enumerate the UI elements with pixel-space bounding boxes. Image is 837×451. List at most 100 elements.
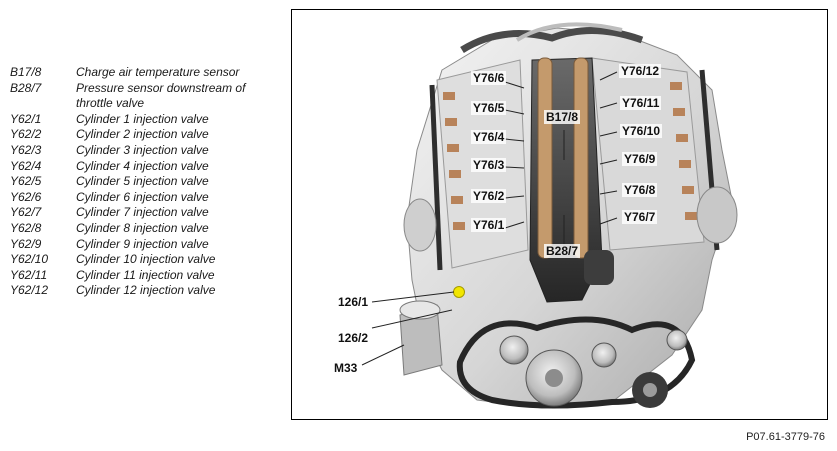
- legend-code: Y62/8: [10, 220, 42, 235]
- callout-126-1: 126/1: [338, 295, 369, 309]
- crankshaft-pulley-hub: [545, 369, 563, 387]
- turbocharger-left: [403, 198, 437, 252]
- legend-code: Y62/6: [10, 189, 42, 204]
- legend: B17/8 Charge air temperature sensor B28/7…: [10, 65, 285, 299]
- legend-code: Y62/10: [10, 252, 49, 267]
- engine-figure: Y76/6 Y76/5 Y76/4 Y76/3 Y76/2 Y76/1 Y76/…: [291, 9, 828, 420]
- injector-right: [685, 212, 697, 220]
- legend-desc: Cylinder 3 injection valve: [76, 142, 209, 157]
- leader-line: [599, 159, 618, 165]
- legend-desc: Cylinder 1 injection valve: [76, 111, 209, 126]
- highlight-marker: [453, 286, 465, 298]
- callout-b17-8: B17/8: [544, 110, 581, 124]
- legend-code: Y62/9: [10, 236, 42, 251]
- callout-y76-2: Y76/2: [471, 189, 507, 203]
- leader-line: [599, 190, 618, 195]
- leader-line: [504, 109, 525, 115]
- leader-line: [504, 166, 525, 169]
- legend-row: Y62/12 Cylinder 12 injection valve: [10, 283, 285, 299]
- wiring-harness-left: [429, 84, 443, 271]
- injector-left: [447, 144, 459, 152]
- legend-row: Y62/11 Cylinder 11 injection valve: [10, 268, 285, 284]
- oil-filter: [584, 250, 614, 285]
- legend-code: Y62/2: [10, 127, 42, 142]
- tensioner-pulley: [666, 329, 688, 351]
- callout-m33: M33: [334, 361, 358, 375]
- legend-desc: Cylinder 2 injection valve: [76, 127, 209, 142]
- figure-reference: P07.61-3779-76: [746, 431, 825, 443]
- legend-desc: Cylinder 12 injection valve: [76, 283, 216, 298]
- m33-pump-face: [399, 300, 441, 320]
- turbocharger-right: [696, 186, 738, 244]
- legend-row: Y62/5 Cylinder 5 injection valve: [10, 174, 285, 190]
- injector-right: [676, 134, 688, 142]
- injector-right: [670, 82, 682, 90]
- callout-y76-4: Y76/4: [471, 130, 507, 144]
- leader-line: [371, 291, 455, 303]
- callout-y76-8: Y76/8: [622, 183, 658, 197]
- callout-y76-9: Y76/9: [622, 152, 658, 166]
- legend-desc: Cylinder 11 injection valve: [76, 267, 215, 282]
- water-pump-pulley: [499, 335, 529, 365]
- callout-y76-1: Y76/1: [471, 218, 507, 232]
- legend-desc: Cylinder 8 injection valve: [76, 220, 209, 235]
- legend-desc: Cylinder 5 injection valve: [76, 174, 209, 189]
- callout-126-2: 126/2: [338, 331, 369, 345]
- legend-desc: Cylinder 9 injection valve: [76, 236, 209, 251]
- legend-row: Y62/1 Cylinder 1 injection valve: [10, 112, 285, 128]
- legend-code: B28/7: [10, 80, 42, 95]
- legend-code: Y62/4: [10, 158, 42, 173]
- leader-line: [599, 131, 618, 137]
- callout-y76-10: Y76/10: [620, 124, 663, 138]
- injector-left: [453, 222, 465, 230]
- engine-illustration: [361, 22, 738, 409]
- legend-row: B17/8 Charge air temperature sensor: [10, 65, 285, 81]
- legend-desc: Cylinder 10 injection valve: [76, 252, 216, 267]
- leader-line: [504, 138, 525, 142]
- legend-row: Y62/8 Cylinder 8 injection valve: [10, 221, 285, 237]
- legend-row: Y62/7 Cylinder 7 injection valve: [10, 205, 285, 221]
- legend-row: Y62/6 Cylinder 6 injection valve: [10, 190, 285, 206]
- leader-line: [361, 344, 405, 366]
- leader-line: [371, 309, 453, 329]
- leader-line: [504, 195, 525, 199]
- intake-tube-right: [573, 57, 589, 259]
- leader-line: [599, 217, 618, 225]
- callout-y76-11: Y76/11: [620, 96, 662, 110]
- legend-desc: Cylinder 7 injection valve: [76, 205, 209, 220]
- legend-code: Y62/1: [10, 111, 42, 126]
- leader-line: [599, 71, 618, 81]
- injector-left: [443, 92, 455, 100]
- legend-code: Y62/7: [10, 205, 42, 220]
- idler-pulley: [591, 342, 617, 368]
- legend-row: B28/7 Pressure sensor downstream of throt…: [10, 81, 285, 112]
- legend-row: Y62/2 Cylinder 2 injection valve: [10, 127, 285, 143]
- legend-desc: Charge air temperature sensor: [76, 65, 240, 79]
- legend-row: Y62/9 Cylinder 9 injection valve: [10, 237, 285, 253]
- intake-tube-left: [537, 57, 553, 259]
- leader-line: [504, 81, 525, 89]
- legend-row: Y62/3 Cylinder 3 injection valve: [10, 143, 285, 159]
- legend-code: Y62/3: [10, 142, 42, 157]
- callout-y76-6: Y76/6: [471, 71, 507, 85]
- legend-code: B17/8: [10, 65, 42, 79]
- callout-y76-7: Y76/7: [622, 210, 658, 224]
- top-pipe: [515, 22, 623, 42]
- legend-code: Y62/5: [10, 174, 42, 189]
- callout-y76-3: Y76/3: [471, 158, 507, 172]
- legend-row: Y62/4 Cylinder 4 injection valve: [10, 159, 285, 175]
- callout-b28-7: B28/7: [544, 244, 581, 258]
- legend-row: Y62/10 Cylinder 10 injection valve: [10, 252, 285, 268]
- legend-code: Y62/12: [10, 283, 49, 298]
- legend-desc: Pressure sensor downstream of throttle v…: [76, 80, 246, 111]
- legend-desc: Cylinder 4 injection valve: [76, 158, 209, 173]
- injector-right: [673, 108, 685, 116]
- ac-compressor-hub: [643, 383, 657, 397]
- top-hose: [460, 27, 644, 53]
- injector-left: [445, 118, 457, 126]
- injector-left: [451, 196, 463, 204]
- legend-code: Y62/11: [10, 267, 48, 282]
- legend-desc: Cylinder 6 injection valve: [76, 189, 209, 204]
- leader-line: [504, 221, 525, 229]
- injector-right: [682, 186, 694, 194]
